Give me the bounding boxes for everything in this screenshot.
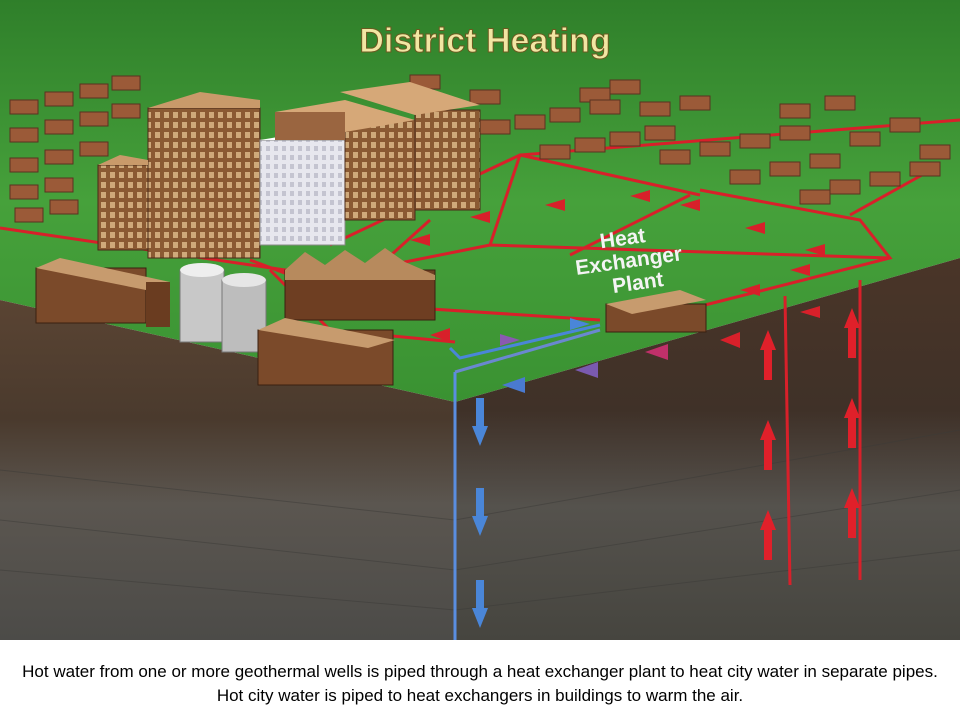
- houses-right: [409, 74, 951, 205]
- soil-cross-section-right: [455, 258, 960, 640]
- flow-arrows-well-blue: [472, 398, 488, 628]
- low-warehouse-front: [257, 318, 395, 386]
- houses-left: [9, 75, 141, 223]
- rock-texture: [0, 429, 960, 611]
- storage-tanks: [179, 263, 267, 353]
- office-block-2: [340, 82, 481, 211]
- cold-well-connector: [454, 328, 601, 374]
- white-building: [259, 130, 346, 246]
- heat-exchanger-plant-building: [605, 290, 707, 333]
- diagram-title: District Heating: [359, 22, 610, 60]
- flow-arrows-well-red: [760, 308, 860, 560]
- office-block-1: [275, 100, 416, 221]
- district-heating-illustration: District Heating Heat Exchanger Plant: [0, 0, 960, 640]
- flow-arrows-mixed: [500, 318, 668, 393]
- flow-arrows-surface-red: [410, 190, 825, 348]
- mid-office-building: [97, 155, 149, 251]
- cold-return-pipe: [448, 323, 601, 360]
- tall-office-tower: [147, 92, 261, 259]
- caption-text: Hot water from one or more geothermal we…: [0, 640, 960, 720]
- factory-sawtooth: [284, 248, 436, 321]
- plant-label: Heat Exchanger Plant: [574, 224, 684, 298]
- low-warehouse-left: [35, 258, 170, 327]
